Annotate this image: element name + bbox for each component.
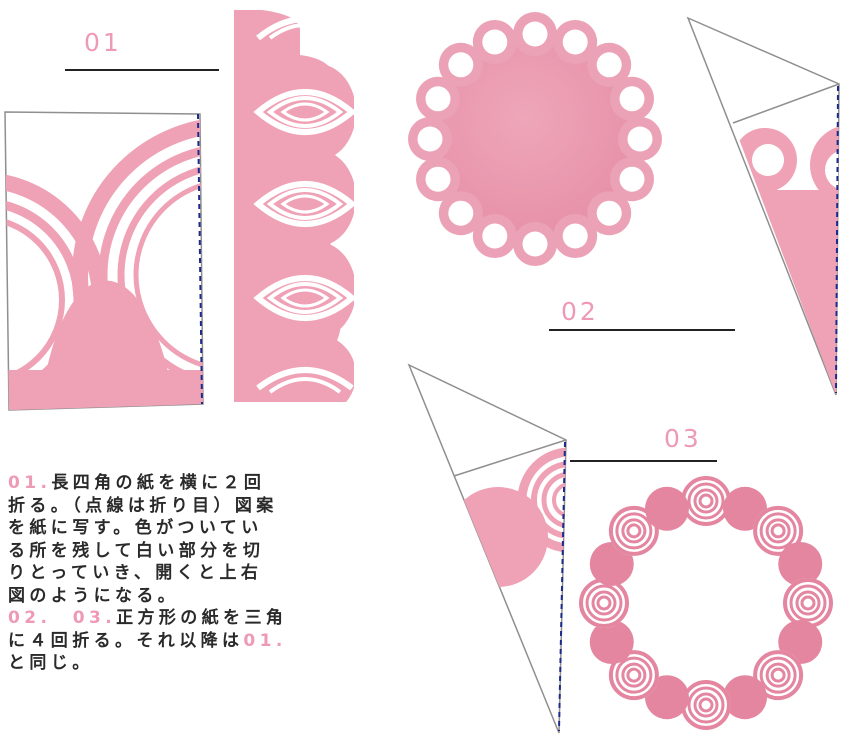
wreath-spiral-motif	[753, 650, 804, 701]
scallop-hole	[596, 52, 622, 78]
scallop-hole	[425, 166, 451, 192]
wreath-spiral-motif	[681, 680, 731, 730]
instruction-line: 折る。（点線は折り目）図案	[8, 495, 358, 518]
instruction-line: に４回折る。それ以降は01.	[8, 630, 358, 653]
wreath-spiral-motif	[681, 476, 731, 526]
folded-triangle-02	[686, 16, 840, 396]
scallop-hole	[562, 223, 588, 249]
step-03-rule	[570, 460, 717, 462]
instruction-text: 図のようになる。	[8, 585, 180, 606]
instruction-text: を紙に写す。色がついてい	[8, 518, 263, 538]
step-label-02: 02	[561, 297, 599, 326]
wreath-dot	[723, 675, 768, 720]
wreath-dot	[644, 486, 689, 531]
wreath-spiral-motif	[579, 578, 629, 628]
step-label-01: 01	[84, 28, 122, 57]
wreath-spiral-motif	[608, 650, 659, 701]
step-01-rule	[65, 69, 219, 71]
instruction-text: る所を残して白い部分を切	[8, 540, 265, 561]
scallop-hole	[562, 29, 588, 55]
scallop-hole	[417, 126, 443, 152]
step-reference: 03.	[72, 608, 117, 628]
instruction-line: る所を残して白い部分を切	[8, 540, 358, 563]
scalloped-disc-pattern	[408, 12, 662, 266]
instruction-line: を紙に写す。色がついてい	[8, 517, 358, 540]
instruction-text: 折る。（点線は折り目）図案	[8, 495, 278, 516]
step-reference: 02.	[8, 608, 52, 628]
scallop-hole	[596, 200, 622, 226]
instruction-line: 02. 03.正方形の紙を三角	[8, 607, 358, 630]
scallop-hole	[522, 231, 548, 257]
wreath-spiral-motif	[783, 578, 833, 628]
scallop-hole	[448, 52, 474, 78]
scallop-hole	[482, 29, 508, 55]
step-02-rule	[549, 329, 735, 331]
instruction-line: と同じ。	[8, 652, 358, 675]
scallop-hole	[627, 126, 653, 152]
wreath-spiral-motif	[608, 505, 659, 556]
instruction-text: 長四角の紙を横に２回	[51, 473, 266, 493]
wreath-spiral-motif	[753, 505, 804, 556]
instruction-text: 正方形の紙を三角	[116, 608, 288, 628]
wreath-dot	[589, 620, 634, 665]
scallop-hole	[522, 21, 548, 47]
instruction-text: と同じ。	[8, 653, 94, 673]
folded-rectangle-pattern	[4, 111, 204, 411]
instructions-text: 01.長四角の紙を横に２回折る。（点線は折り目）図案を紙に写す。色がついている所…	[8, 472, 358, 675]
step-reference: 01.	[243, 630, 287, 651]
ring-wreath-pattern	[579, 476, 833, 730]
scallop-hole	[619, 166, 645, 192]
instruction-line: 01.長四角の紙を横に２回	[8, 472, 358, 495]
scallop-hole	[425, 86, 451, 112]
scallop-hole	[482, 223, 508, 249]
unfolded-strip-pattern	[234, 10, 354, 402]
instruction-text: に４回折る。それ以降は	[8, 630, 244, 651]
folded-triangle-03	[407, 363, 567, 734]
step-reference: 01.	[8, 473, 52, 493]
instruction-text	[51, 608, 72, 628]
instruction-line: りとっていき、開くと上右	[8, 562, 358, 585]
wreath-dot	[778, 541, 823, 586]
scallop-hole	[619, 86, 645, 112]
scallop-hole	[448, 200, 474, 226]
instruction-line: 図のようになる。	[8, 585, 358, 608]
instruction-text: りとっていき、開くと上右	[8, 563, 263, 583]
step-label-03: 03	[664, 424, 702, 453]
